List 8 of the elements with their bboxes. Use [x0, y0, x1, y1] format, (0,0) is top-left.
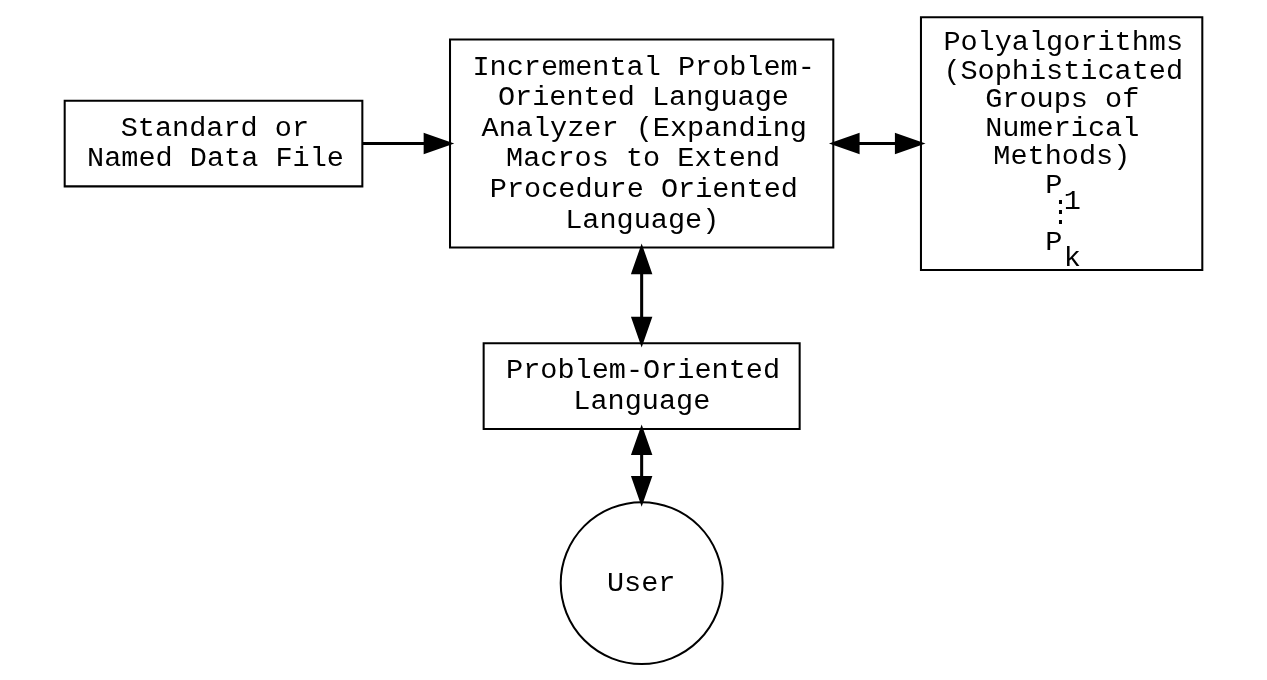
arrow: [362, 132, 455, 154]
node-box: Problem-Oriented Language: [482, 341, 801, 430]
arrow: [828, 132, 926, 154]
arrow: [630, 243, 653, 347]
node-circle: User: [559, 500, 724, 665]
node-box: Incremental Problem-Oriented Language Analyzer (Expanding Macros to Extend Procedure Oriented Language): [449, 38, 835, 249]
arrow: [630, 424, 653, 507]
node-box: Standard or Named Data File: [63, 99, 364, 187]
